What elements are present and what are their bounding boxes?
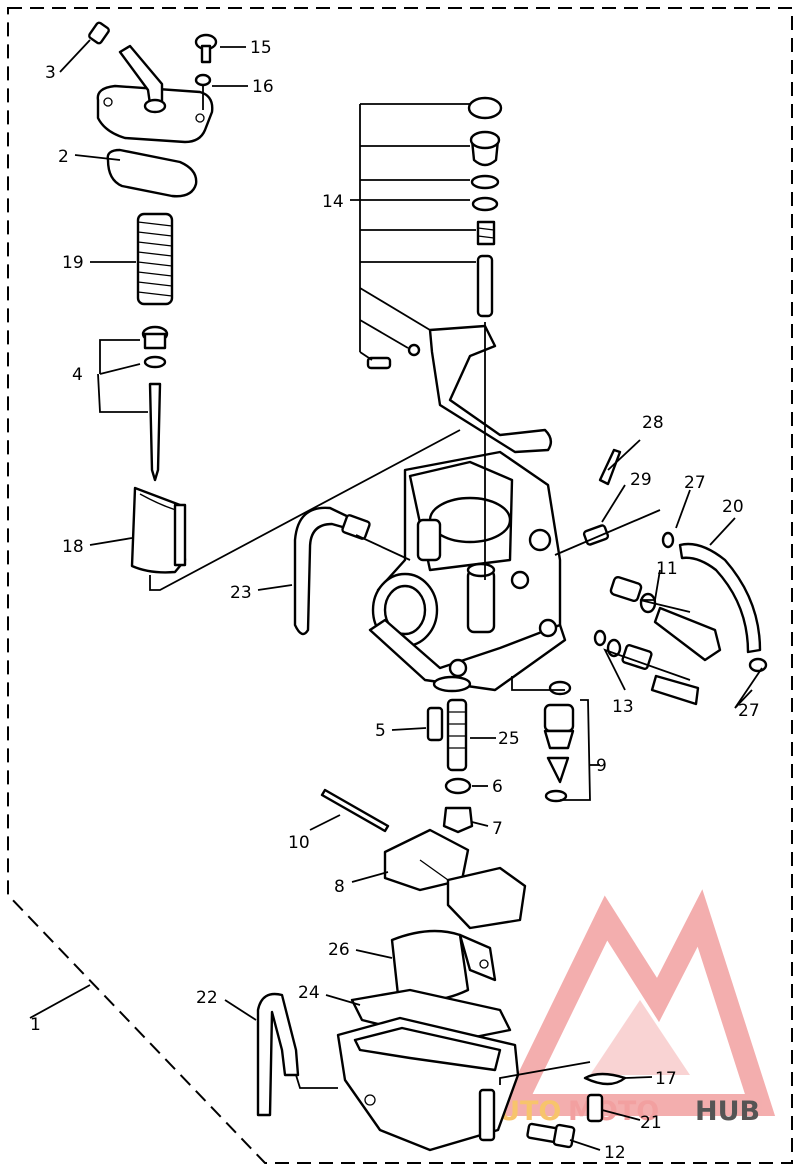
callout-1: 1 xyxy=(30,1015,41,1035)
part-7-nut xyxy=(442,806,474,834)
callout-3: 3 xyxy=(45,63,56,83)
callout-14: 14 xyxy=(322,192,344,212)
callout-17: 17 xyxy=(655,1069,677,1089)
part-25-needle-jet xyxy=(446,698,468,772)
part-4-needle xyxy=(141,325,169,482)
callout-24: 24 xyxy=(298,983,320,1003)
part-8-float xyxy=(383,828,527,930)
callout-12: 12 xyxy=(604,1143,626,1163)
part-2-gasket xyxy=(106,148,198,198)
callout-19: 19 xyxy=(62,253,84,273)
leader-lines xyxy=(29,39,763,1151)
callout-11: 11 xyxy=(656,559,678,579)
part-27-clip-top xyxy=(661,531,675,549)
part-27-clip-bottom xyxy=(748,657,768,673)
callout-25: 25 xyxy=(498,729,520,749)
watermark-text-moto: MOTO xyxy=(568,1096,659,1127)
callout-16: 16 xyxy=(252,77,274,97)
watermark-text-hub: HUB xyxy=(695,1096,760,1127)
callout-10: 10 xyxy=(288,833,310,853)
part-16-washer xyxy=(194,73,212,87)
part-3-plug xyxy=(88,21,110,45)
part-18-throttle-valve xyxy=(130,486,187,574)
callout-5: 5 xyxy=(375,721,386,741)
callout-7: 7 xyxy=(492,819,503,839)
part-10-pin xyxy=(320,788,390,833)
callout-8: 8 xyxy=(334,877,345,897)
part-17-clip xyxy=(583,1072,627,1086)
assembly-boundary xyxy=(7,7,793,1164)
part-13-pilot-screw xyxy=(593,629,700,706)
part-12-screw xyxy=(526,1122,576,1149)
callout-2: 2 xyxy=(58,147,69,167)
part-15-screw xyxy=(194,33,218,64)
callout-29: 29 xyxy=(630,470,652,490)
part-14-throttle-group xyxy=(366,96,553,454)
callout-6: 6 xyxy=(492,777,503,797)
part-carburetor-body xyxy=(368,450,567,693)
part-19-spring xyxy=(136,212,174,306)
part-9-main-jet xyxy=(543,680,575,803)
part-11-screw xyxy=(609,575,722,662)
part-29-jet xyxy=(582,524,610,546)
callout-22: 22 xyxy=(196,988,218,1008)
callout-21: 21 xyxy=(640,1113,662,1133)
callout-15: 15 xyxy=(250,38,272,58)
callout-9: 9 xyxy=(596,756,607,776)
callout-20: 20 xyxy=(722,497,744,517)
callout-4: 4 xyxy=(72,365,83,385)
callout-18: 18 xyxy=(62,537,84,557)
callout-28: 28 xyxy=(642,413,664,433)
part-top-cover xyxy=(96,44,214,144)
part-22-hose xyxy=(256,992,300,1117)
callout-27-bottom: 27 xyxy=(738,701,760,721)
callout-13: 13 xyxy=(612,697,634,717)
callout-27-top: 27 xyxy=(684,473,706,493)
part-6-washer xyxy=(444,777,472,795)
part-20-hose xyxy=(678,542,762,654)
callout-26: 26 xyxy=(328,940,350,960)
watermark-logo xyxy=(497,889,776,1116)
part-21-screw xyxy=(586,1093,604,1123)
part-24-gasket xyxy=(350,988,512,1044)
part-5-jet xyxy=(426,706,444,742)
part-float-bowl xyxy=(336,1016,520,1152)
callout-23: 23 xyxy=(230,583,252,603)
